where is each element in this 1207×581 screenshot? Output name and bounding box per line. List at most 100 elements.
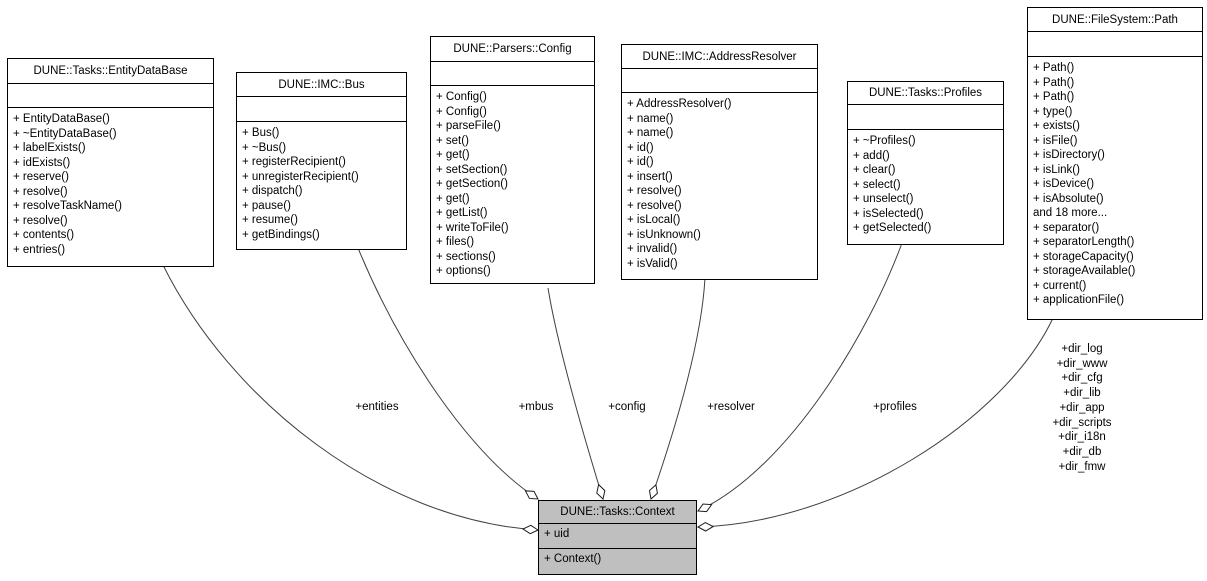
dir-label: +dir_fmw xyxy=(1058,460,1106,473)
method-label: + isLocal() xyxy=(627,214,681,226)
class-attributes xyxy=(1028,32,1202,57)
class-imc-bus[interactable]: DUNE::IMC::Bus + Bus()+ ~Bus()+ register… xyxy=(236,72,407,250)
class-filesystem-path[interactable]: DUNE::FileSystem::Path + Path()+ Path()+… xyxy=(1027,7,1203,320)
method-label: + idExists() xyxy=(13,156,71,169)
edge-path-dirs xyxy=(698,317,1054,527)
class-title: DUNE::IMC::AddressResolver xyxy=(622,45,817,69)
class-title: DUNE::Parsers::Config xyxy=(431,37,594,62)
class-attributes xyxy=(848,105,1003,130)
method-label: + exists() xyxy=(1033,120,1080,132)
dir-label: +dir_i18n xyxy=(1058,431,1106,444)
method-label: + ~Bus() xyxy=(242,141,287,154)
method-label: + setSection() xyxy=(436,163,508,176)
method-label: + storageAvailable() xyxy=(1033,265,1136,277)
method-label: + isSelected() xyxy=(853,207,924,220)
method-label: + getList() xyxy=(436,207,488,219)
method-label: + type() xyxy=(1033,105,1073,118)
edge-config xyxy=(547,287,603,499)
edge-mbus xyxy=(357,247,538,499)
method-label: + Config() xyxy=(436,91,487,103)
class-title: DUNE::IMC::Bus xyxy=(237,73,406,97)
method-label: + set() xyxy=(436,134,469,147)
method-label: + Path() xyxy=(1033,62,1075,74)
method-label: + isValid() xyxy=(627,257,678,270)
method-label: + isDevice() xyxy=(1033,178,1095,190)
method-label: + resolve() xyxy=(13,214,68,227)
class-methods: + Path() + Path() + Path() + type() + exists… xyxy=(1028,57,1202,319)
method-label: + sections() xyxy=(436,250,496,263)
class-title: DUNE::Tasks::Context xyxy=(539,501,696,524)
method-label: + resolve() xyxy=(13,185,68,198)
method-label: + resolve() xyxy=(627,199,682,212)
class-parsers-config[interactable]: DUNE::Parsers::Config + Config()+ Config… xyxy=(430,36,595,284)
method-label: + Context() xyxy=(544,553,602,565)
method-label: + applicationFile() xyxy=(1033,294,1125,306)
method-label: + isAbsolute() xyxy=(1033,192,1104,205)
class-attributes: + uid xyxy=(539,524,696,549)
method-label: + name() xyxy=(627,127,674,139)
method-label: + get() xyxy=(436,192,470,205)
method-label: + current() xyxy=(1033,279,1087,292)
class-title: DUNE::FileSystem::Path xyxy=(1028,8,1202,32)
edge-label-path-dirs: +dir_log +dir_www +dir_cfg +dir_lib+dir_app… xyxy=(1052,342,1111,474)
method-label: + EntityDataBase() xyxy=(13,113,110,125)
method-label: + files() xyxy=(436,236,475,248)
edge-label-resolver: +resolver xyxy=(707,401,755,413)
method-label: + getSelected() xyxy=(853,222,932,234)
method-label: + getSection() xyxy=(436,178,508,190)
class-methods: + ~Profiles()+ add()+ clear()+ select()+… xyxy=(848,130,1003,244)
dir-label: +dir_www xyxy=(1056,357,1108,370)
edge-label-profiles: +profiles xyxy=(873,401,917,413)
method-label: + unselect() xyxy=(853,193,914,205)
method-label: + name() xyxy=(627,112,674,125)
class-title: DUNE::Tasks::EntityDataBase xyxy=(8,59,213,84)
method-label: + Bus() xyxy=(242,127,280,139)
method-label: + options() xyxy=(436,265,491,277)
method-label: + Path() xyxy=(1033,76,1075,89)
method-label: + clear() xyxy=(853,164,896,176)
class-profiles[interactable]: DUNE::Tasks::Profiles + ~Profiles()+ add… xyxy=(847,81,1004,245)
class-context-focus: DUNE::Tasks::Context + uid + Context() xyxy=(538,500,697,575)
dir-label: +dir_app xyxy=(1059,401,1105,414)
dir-label: +dir_lib xyxy=(1063,387,1101,400)
class-entity-database[interactable]: DUNE::Tasks::EntityDataBase + EntityData… xyxy=(7,58,214,267)
dir-label: +dir_cfg xyxy=(1061,372,1103,385)
method-label: + invalid() xyxy=(627,243,678,255)
edge-label-mbus: +mbus xyxy=(518,401,554,413)
attribute-label: + uid xyxy=(544,528,570,540)
method-label: + insert() xyxy=(627,170,673,183)
method-label: + writeToFile() xyxy=(436,221,509,234)
method-label: + id() xyxy=(627,141,654,154)
edge-label-entities: +entities xyxy=(355,401,399,413)
method-label: + isLink() xyxy=(1033,163,1080,176)
dir-label: +dir_db xyxy=(1062,445,1102,458)
method-label: + isUnknown() xyxy=(627,228,701,241)
method-label: + Config() xyxy=(436,105,487,118)
method-label: + unregisterRecipient() xyxy=(242,170,359,183)
method-label: + add() xyxy=(853,149,890,162)
edge-label-config: +config xyxy=(608,401,646,413)
method-label: + resume() xyxy=(242,214,298,226)
class-attributes xyxy=(8,84,213,108)
method-label: + separator() xyxy=(1033,221,1100,234)
method-label: + Path() xyxy=(1033,91,1075,103)
edge-profiles xyxy=(698,242,903,511)
method-label: + separatorLength() xyxy=(1033,236,1135,248)
class-title: DUNE::Tasks::Profiles xyxy=(848,82,1003,105)
class-methods: + AddressResolver() + name() + name() + id(… xyxy=(622,93,817,279)
dir-label: +dir_log xyxy=(1061,343,1103,355)
method-label: + resolveTaskName() xyxy=(13,200,122,212)
class-methods: + Bus() + ~Bus() + registerRecipient() + un… xyxy=(237,122,406,249)
class-attributes xyxy=(431,62,594,86)
method-label: + getBindings() xyxy=(242,228,320,241)
class-address-resolver[interactable]: DUNE::IMC::AddressResolver + AddressReso… xyxy=(621,44,818,280)
method-label: + pause() xyxy=(242,199,291,212)
method-label: + isFile() xyxy=(1033,134,1078,147)
method-label: + AddressResolver() xyxy=(627,98,732,110)
dir-label: +dir_scripts xyxy=(1052,416,1112,429)
method-label: + isDirectory() xyxy=(1033,149,1105,161)
method-label: + ~EntityDataBase() xyxy=(13,127,117,140)
method-label: + registerRecipient() xyxy=(242,156,346,168)
